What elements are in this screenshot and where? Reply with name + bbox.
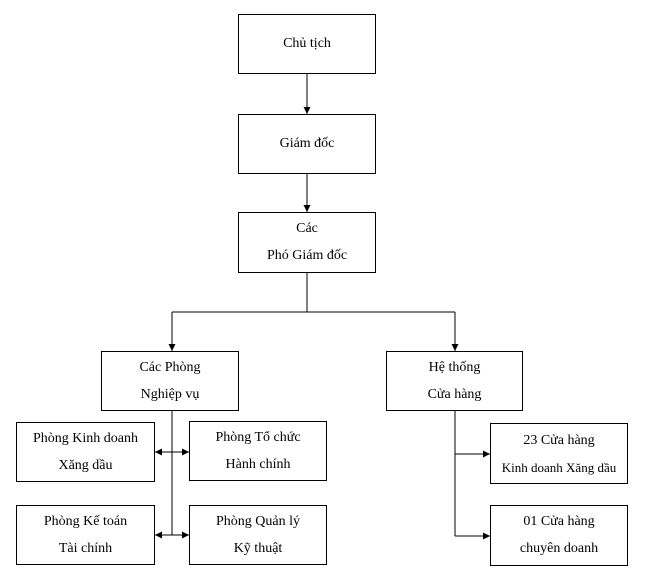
node-fuel-stores-line2: Kinh doanh Xăng dầu (501, 459, 617, 475)
node-store-system-line2: Cửa hàng (427, 386, 482, 402)
node-store-system-line1: Hệ thống (428, 359, 481, 375)
node-technical-line1: Phòng Quản lý (216, 513, 300, 529)
node-deputy-line2: Phó Giám đốc (266, 248, 348, 263)
node-technical-line2: Kỹ thuật (233, 540, 283, 556)
node-finance-line1: Phòng Kế toán (43, 513, 128, 529)
node-fuel-business-line1: Phòng Kinh doanh (33, 430, 138, 446)
node-admin-org-dept: Phòng Tổ chức Hành chính (189, 421, 327, 481)
node-professional-departments: Các Phòng Nghiệp vụ (101, 351, 239, 411)
node-director: Giám đốc (238, 114, 376, 174)
node-departments-line1: Các Phòng (139, 359, 201, 375)
node-deputy-line1: Các (296, 221, 318, 236)
node-chairman-label: Chủ tịch (283, 36, 331, 51)
node-fuel-business-line2: Xăng dầu (58, 457, 113, 473)
node-director-label: Giám đốc (279, 136, 335, 151)
node-departments-line2: Nghiệp vụ (140, 386, 200, 402)
node-fuel-stores-line1: 23 Cửa hàng (523, 432, 595, 448)
node-finance-line2: Tài chính (58, 540, 113, 556)
node-fuel-business-dept: Phòng Kinh doanh Xăng dầu (16, 422, 155, 482)
node-fuel-stores: 23 Cửa hàng Kinh doanh Xăng dầu (490, 423, 628, 484)
node-admin-org-line1: Phòng Tổ chức (215, 429, 301, 445)
node-technical-mgmt-dept: Phòng Quản lý Kỹ thuật (189, 505, 327, 565)
node-specialized-line2: chuyên doanh (519, 541, 599, 556)
node-store-system: Hệ thống Cửa hàng (386, 351, 523, 411)
node-chairman: Chủ tịch (238, 14, 376, 74)
node-specialized-store: 01 Cửa hàng chuyên doanh (490, 505, 628, 566)
node-specialized-line1: 01 Cửa hàng (523, 514, 595, 529)
node-deputy-directors: Các Phó Giám đốc (238, 212, 376, 273)
node-admin-org-line2: Hành chính (225, 456, 291, 472)
node-finance-accounting-dept: Phòng Kế toán Tài chính (16, 505, 155, 565)
